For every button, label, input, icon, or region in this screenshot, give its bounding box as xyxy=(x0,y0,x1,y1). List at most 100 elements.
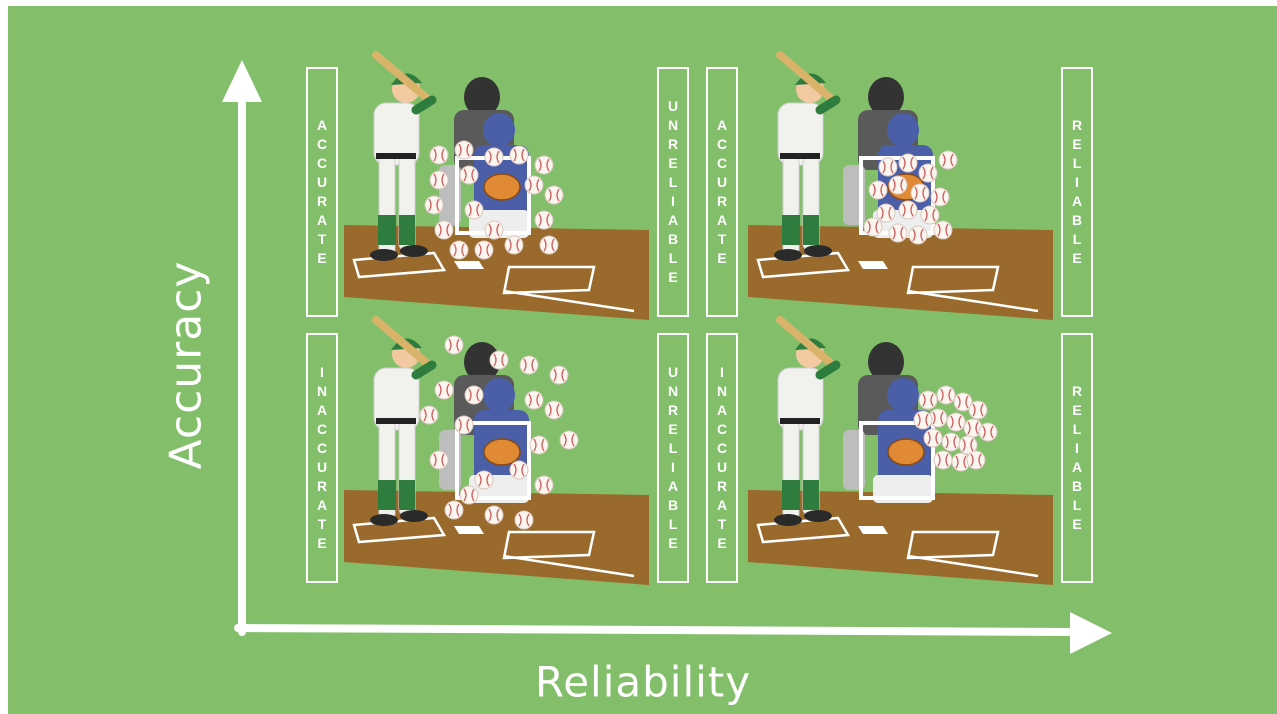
scene-top-right xyxy=(748,51,1053,320)
baseball xyxy=(464,200,484,220)
catcher-helmet xyxy=(887,113,919,147)
baseball xyxy=(464,385,484,405)
baseball xyxy=(958,435,978,455)
umpire-mask xyxy=(868,342,904,382)
batter-shoe-front xyxy=(400,510,428,522)
baseball xyxy=(946,412,966,432)
batters-box-right xyxy=(906,530,1000,560)
baseball xyxy=(966,450,986,470)
baseball-bat xyxy=(776,316,837,369)
baseball xyxy=(529,435,549,455)
baseball-bat xyxy=(372,51,433,104)
baseball xyxy=(419,405,439,425)
umpire-mask xyxy=(464,342,500,382)
x-axis-label: Reliability xyxy=(534,657,752,707)
batter-shoe-back xyxy=(774,514,802,526)
baseball xyxy=(444,500,464,520)
batter-sock-back xyxy=(782,480,800,510)
baseball xyxy=(459,485,479,505)
baseball xyxy=(910,183,930,203)
baseball xyxy=(524,390,544,410)
home-plate xyxy=(454,261,484,269)
baseball xyxy=(454,140,474,160)
baseball xyxy=(509,460,529,480)
baseball xyxy=(559,430,579,450)
baseball xyxy=(434,220,454,240)
catcher-helmet xyxy=(887,378,919,412)
baseball xyxy=(920,205,940,225)
green-background xyxy=(8,6,1277,714)
baseball xyxy=(534,475,554,495)
baseball xyxy=(509,145,529,165)
baseball xyxy=(908,225,928,245)
batter-arm xyxy=(411,360,437,380)
batter-sock-front xyxy=(399,215,415,245)
y-axis-arrowhead xyxy=(222,60,262,102)
baseball xyxy=(484,147,504,167)
baseball xyxy=(938,150,958,170)
baseball xyxy=(930,187,950,207)
batter-sock-front xyxy=(399,480,415,510)
baseball xyxy=(424,195,444,215)
batter-sock-back xyxy=(782,215,800,245)
baseball xyxy=(504,235,524,255)
batter-torso xyxy=(373,367,420,431)
batter-torso xyxy=(373,102,420,166)
foul-line xyxy=(503,289,635,313)
baseball xyxy=(968,400,988,420)
catcher-helmet xyxy=(483,378,515,412)
baseball-bat xyxy=(776,51,837,104)
baseball xyxy=(863,217,883,237)
baseball xyxy=(933,450,953,470)
x-axis-line xyxy=(234,624,1084,636)
batter-sock-back xyxy=(378,215,396,245)
baseball xyxy=(534,155,554,175)
baseball xyxy=(429,170,449,190)
baseball xyxy=(888,175,908,195)
batter-arm xyxy=(411,95,437,115)
baseball xyxy=(539,235,559,255)
umpire-mask xyxy=(868,77,904,117)
baseball xyxy=(888,223,908,243)
foul-line xyxy=(907,554,1039,578)
foul-line xyxy=(503,554,635,578)
scene-bottom-right xyxy=(748,316,1053,585)
baseball xyxy=(459,165,479,185)
catcher-glove xyxy=(483,438,521,466)
baseball xyxy=(474,240,494,260)
baseball xyxy=(963,418,983,438)
batter-shoe-back xyxy=(370,514,398,526)
baseball xyxy=(878,157,898,177)
batter-shoe-back xyxy=(774,249,802,261)
baseball xyxy=(444,335,464,355)
batter-torso xyxy=(777,102,824,166)
baseball xyxy=(978,422,998,442)
baseball xyxy=(484,220,504,240)
batter-belt xyxy=(376,153,416,159)
baseball xyxy=(868,180,888,200)
batter-shoe-front xyxy=(400,245,428,257)
home-plate xyxy=(454,526,484,534)
baseball xyxy=(941,432,961,452)
baseball xyxy=(434,380,454,400)
baseball xyxy=(429,450,449,470)
baseball xyxy=(474,470,494,490)
baseball xyxy=(429,145,449,165)
baseball xyxy=(913,410,933,430)
baseball xyxy=(514,510,534,530)
batter-belt xyxy=(780,418,820,424)
baseball xyxy=(544,400,564,420)
baseball xyxy=(519,355,539,375)
strike-zone xyxy=(455,421,531,500)
batter-belt xyxy=(780,153,820,159)
foul-line xyxy=(907,289,1039,313)
batters-box-right xyxy=(502,530,596,560)
